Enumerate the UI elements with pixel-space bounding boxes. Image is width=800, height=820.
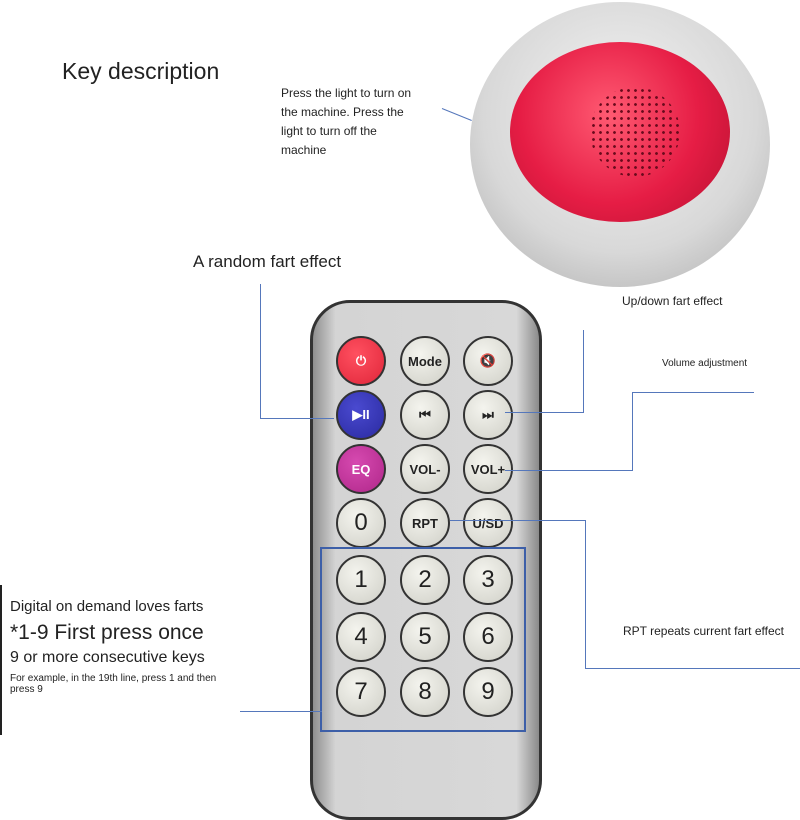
digital-line: Digital on demand loves farts [10,598,204,615]
callout-line [505,470,633,471]
digital-line: *1-9 First press once [10,621,204,644]
light-note-line: the machine. Press the [281,105,404,119]
light-note: Press the light to turn on the machine. … [281,84,411,160]
digit-9-button[interactable]: 9 [463,667,513,717]
vol-down-button[interactable]: VOL- [400,444,450,494]
digital-note: Digital on demand loves farts *1-9 First… [10,598,216,695]
callout-line [450,520,586,521]
updown-label: Up/down fart effect [622,294,723,308]
play-pause-button[interactable]: ▶II [336,390,386,440]
zero-button[interactable]: 0 [336,498,386,548]
rpt-label: RPT repeats current fart effect [623,624,784,638]
light-note-line: Press the light to turn on [281,86,412,100]
eq-button[interactable]: EQ [336,444,386,494]
digit-8-button[interactable]: 8 [400,667,450,717]
callout-line [632,392,633,470]
speaker-grill [590,87,680,177]
digit-1-button[interactable]: 1 [336,555,386,605]
callout-line [632,392,754,393]
digit-2-button[interactable]: 2 [400,555,450,605]
digit-highlight-box [320,547,526,732]
callout-line [260,284,261,418]
fart-button-device[interactable] [470,2,770,287]
callout-line [585,668,800,669]
callout-line [585,520,586,668]
digital-line: For example, in the 19th line, press 1 a… [10,673,217,684]
vol-up-button[interactable]: VOL+ [463,444,513,494]
digit-5-button[interactable]: 5 [400,612,450,662]
digital-line: press 9 [10,684,43,695]
digit-6-button[interactable]: 6 [463,612,513,662]
light-note-line: light to turn off the [281,124,377,138]
digital-line: 9 or more consecutive keys [10,649,205,666]
random-label: A random fart effect [193,252,342,271]
mode-button[interactable]: Mode [400,336,450,386]
callout-line [260,418,334,419]
digit-7-button[interactable]: 7 [336,667,386,717]
red-light-button[interactable] [510,42,730,222]
callout-line [505,412,584,413]
usd-button[interactable]: U/SD [463,498,513,548]
digit-4-button[interactable]: 4 [336,612,386,662]
callout-line [583,330,584,413]
prev-button[interactable]: ⏮ [400,390,450,440]
mute-button[interactable]: 🔇 [463,336,513,386]
light-note-line: machine [281,143,327,157]
power-button[interactable]: ⏻ [336,336,386,386]
callout-line [240,711,322,712]
next-button[interactable]: ⏭ [463,390,513,440]
volume-label: Volume adjustment [662,358,748,369]
digit-3-button[interactable]: 3 [463,555,513,605]
page-title: Key description [62,58,220,84]
pointer-line [441,108,472,121]
divider [0,585,2,735]
rpt-button[interactable]: RPT [400,498,450,548]
